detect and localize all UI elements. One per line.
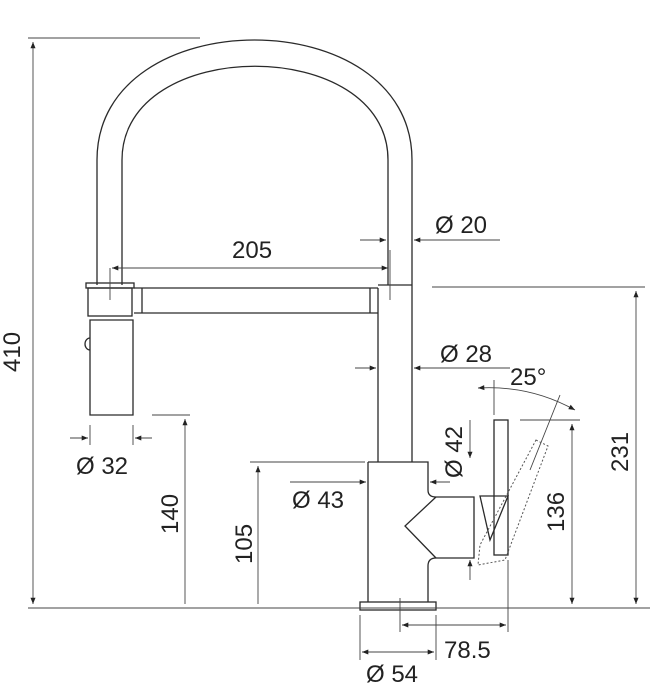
handle-diameter-label: Ø 42 bbox=[441, 426, 468, 478]
body-tube-diameter-label: Ø 28 bbox=[440, 341, 492, 368]
dimension-lines bbox=[28, 37, 650, 660]
spout-reach-label: 205 bbox=[232, 237, 272, 264]
sprayhead-diameter-label: Ø 32 bbox=[76, 453, 128, 480]
handle-offset-label: 78.5 bbox=[444, 637, 491, 664]
faucet-outline bbox=[84, 39, 549, 611]
base-diameter-label: Ø 54 bbox=[366, 661, 418, 688]
handle-angle-label: 25° bbox=[510, 364, 546, 391]
sprayhead-height-label: 140 bbox=[157, 494, 184, 534]
spout-height-label: 231 bbox=[607, 432, 634, 472]
body-diameter-label: Ø 43 bbox=[292, 487, 344, 514]
handle-height-label: 136 bbox=[543, 492, 570, 532]
body-height-label: 105 bbox=[231, 524, 258, 564]
spout-tube-diameter-label: Ø 20 bbox=[435, 212, 487, 239]
total-height-label: 410 bbox=[0, 332, 26, 372]
